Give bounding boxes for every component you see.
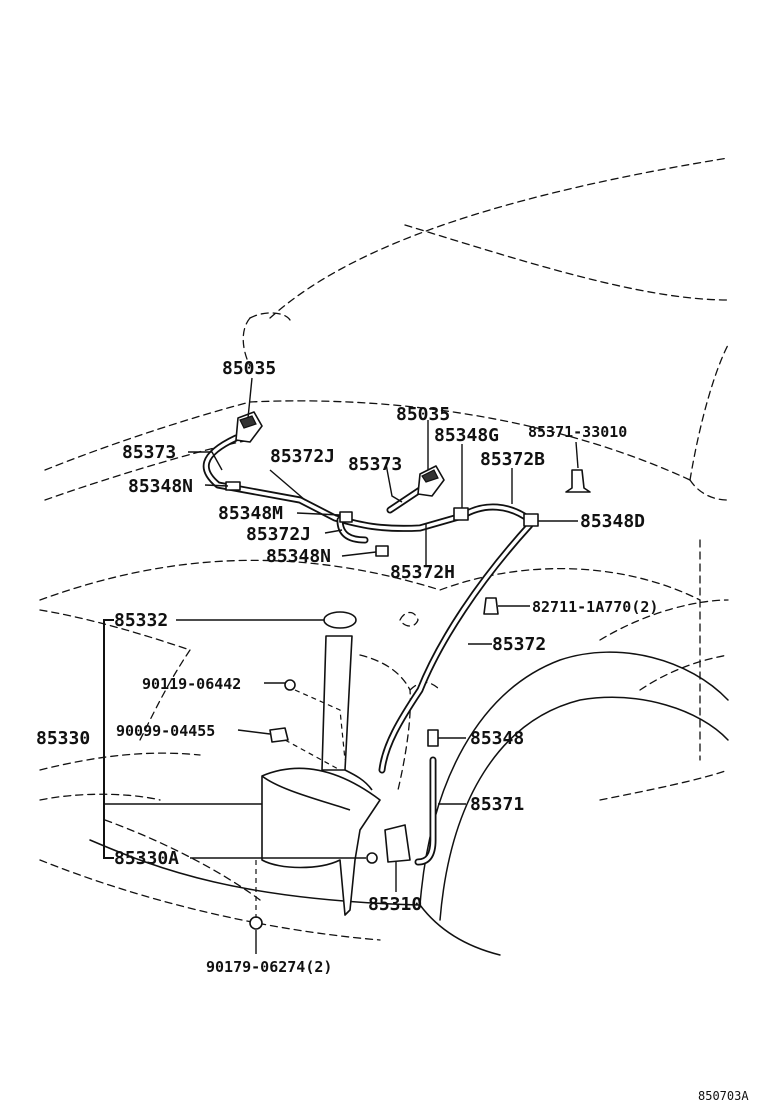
- label-85330a[interactable]: 85330A: [114, 848, 179, 869]
- label-85372j-mid[interactable]: 85372J: [246, 524, 311, 545]
- label-85372b[interactable]: 85372B: [480, 449, 545, 470]
- label-90099-04455[interactable]: 90099-04455: [116, 722, 215, 740]
- part-labels: 85035 85373 85348N 85372J 85348M 85372J …: [36, 358, 749, 1103]
- leader-lines: [176, 377, 579, 954]
- label-85348m[interactable]: 85348M: [218, 503, 283, 524]
- label-90179-06274[interactable]: 90179-06274(2): [206, 958, 332, 976]
- label-85348d[interactable]: 85348D: [580, 511, 645, 532]
- group-bracket: [103, 619, 114, 859]
- nozzle-left-shape: [235, 411, 263, 443]
- label-85035-left[interactable]: 85035: [222, 358, 276, 379]
- label-85348n-left[interactable]: 85348N: [128, 476, 193, 497]
- hose-routing: [202, 434, 534, 866]
- label-85035-right[interactable]: 85035: [396, 404, 450, 425]
- clip-shapes: [483, 469, 591, 615]
- label-85372[interactable]: 85372: [492, 634, 546, 655]
- label-85348g[interactable]: 85348G: [434, 425, 499, 446]
- label-85348n-low[interactable]: 85348N: [266, 546, 331, 567]
- nozzle-right-shape: [417, 465, 445, 497]
- label-85372h[interactable]: 85372H: [390, 562, 455, 583]
- washer-tank-shape: [249, 611, 411, 930]
- label-85330[interactable]: 85330: [36, 728, 90, 749]
- label-82711-1a770[interactable]: 82711-1A770(2): [532, 598, 658, 616]
- label-90119-06442[interactable]: 90119-06442: [142, 675, 241, 693]
- label-85348[interactable]: 85348: [470, 728, 524, 749]
- figure-code: 850703A: [698, 1089, 749, 1103]
- label-85332[interactable]: 85332: [114, 610, 168, 631]
- label-85373-center[interactable]: 85373: [348, 454, 402, 475]
- label-85371-33010[interactable]: 85371-33010: [528, 423, 627, 441]
- car-body-outline: [39, 157, 729, 956]
- label-85310[interactable]: 85310: [368, 894, 422, 915]
- label-85373-left[interactable]: 85373: [122, 442, 176, 463]
- label-85372j-top[interactable]: 85372J: [270, 446, 335, 467]
- label-85371[interactable]: 85371: [470, 794, 524, 815]
